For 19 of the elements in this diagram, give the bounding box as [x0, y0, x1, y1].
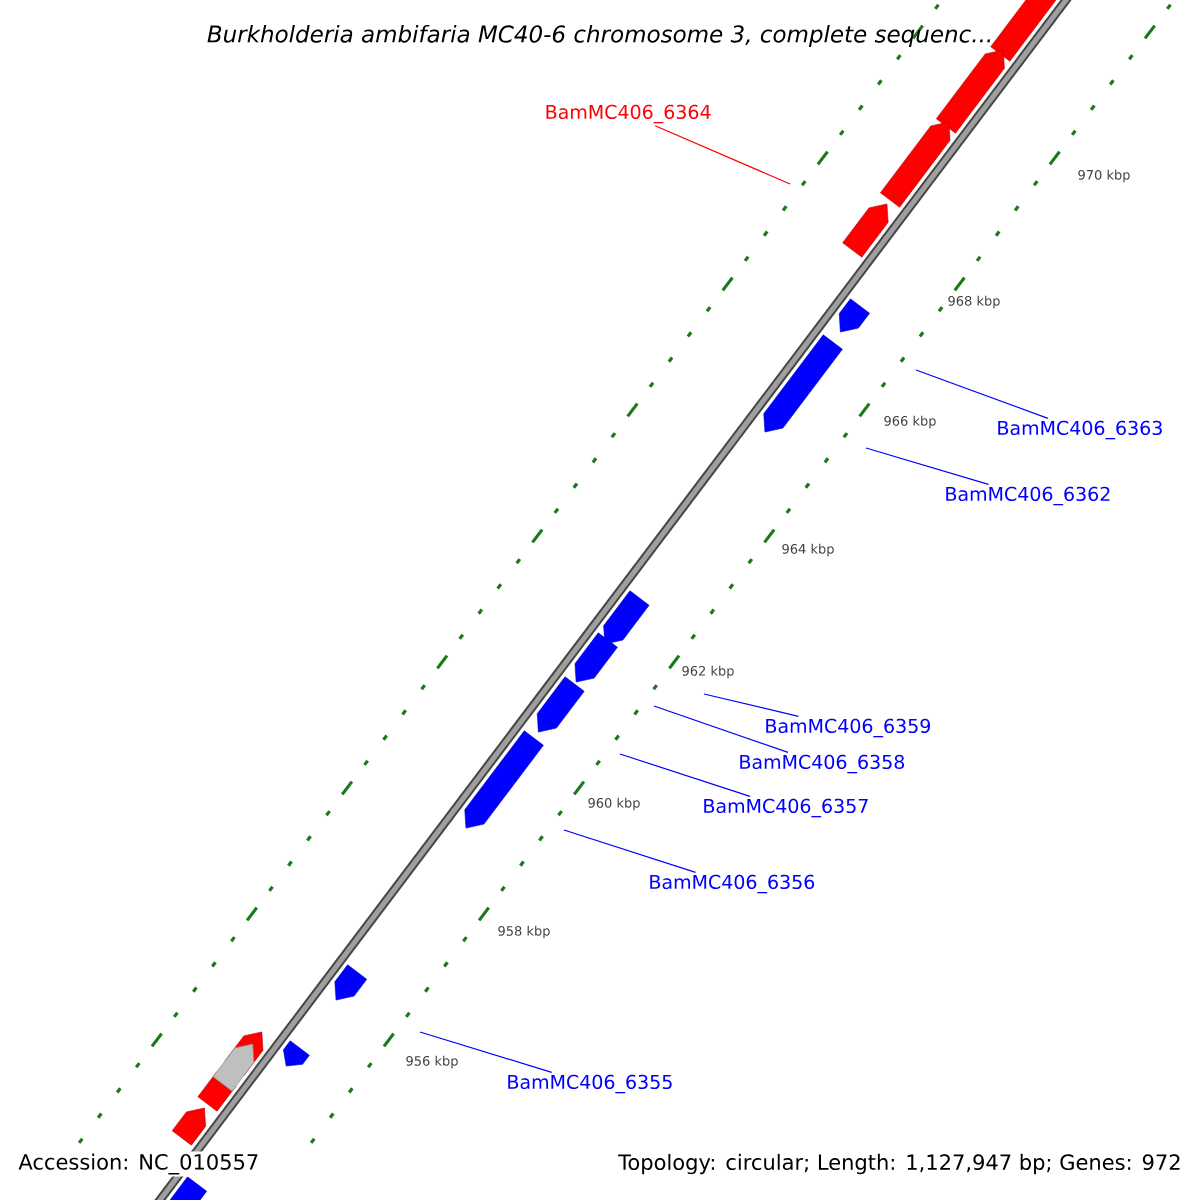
gene-label: BamMC406_6358: [740, 754, 905, 774]
footer-text: Topology: circular; Length: 1,127,947 bp; Genes: 972: [616, 1151, 1184, 1177]
gene-label: BamMC406_6364: [546, 104, 711, 124]
gene-label: BamMC406_6355: [508, 1074, 672, 1094]
leader-line: [619, 753, 751, 797]
gene-label: BamMC406_6357: [704, 798, 868, 818]
leader-line: [703, 693, 799, 717]
leader-line: [865, 447, 990, 485]
leader-line: [915, 369, 1049, 419]
leader-line: [653, 705, 789, 753]
map-title: Burkholderia ambifaria MC40-6 chromosome 3, complete sequenc...: [207, 24, 991, 48]
gene-label: BamMC406_6356: [650, 874, 815, 894]
leader-line: [419, 1031, 553, 1073]
gene-label: BamMC406_6359: [766, 718, 930, 738]
gene-label: BamMC406_6362: [946, 486, 1110, 506]
footer-text: Accession: NC_010557: [16, 1151, 262, 1177]
gene-label: BamMC406_6363: [998, 420, 1162, 440]
leader-line: [563, 829, 697, 873]
leader-line: [654, 125, 791, 185]
